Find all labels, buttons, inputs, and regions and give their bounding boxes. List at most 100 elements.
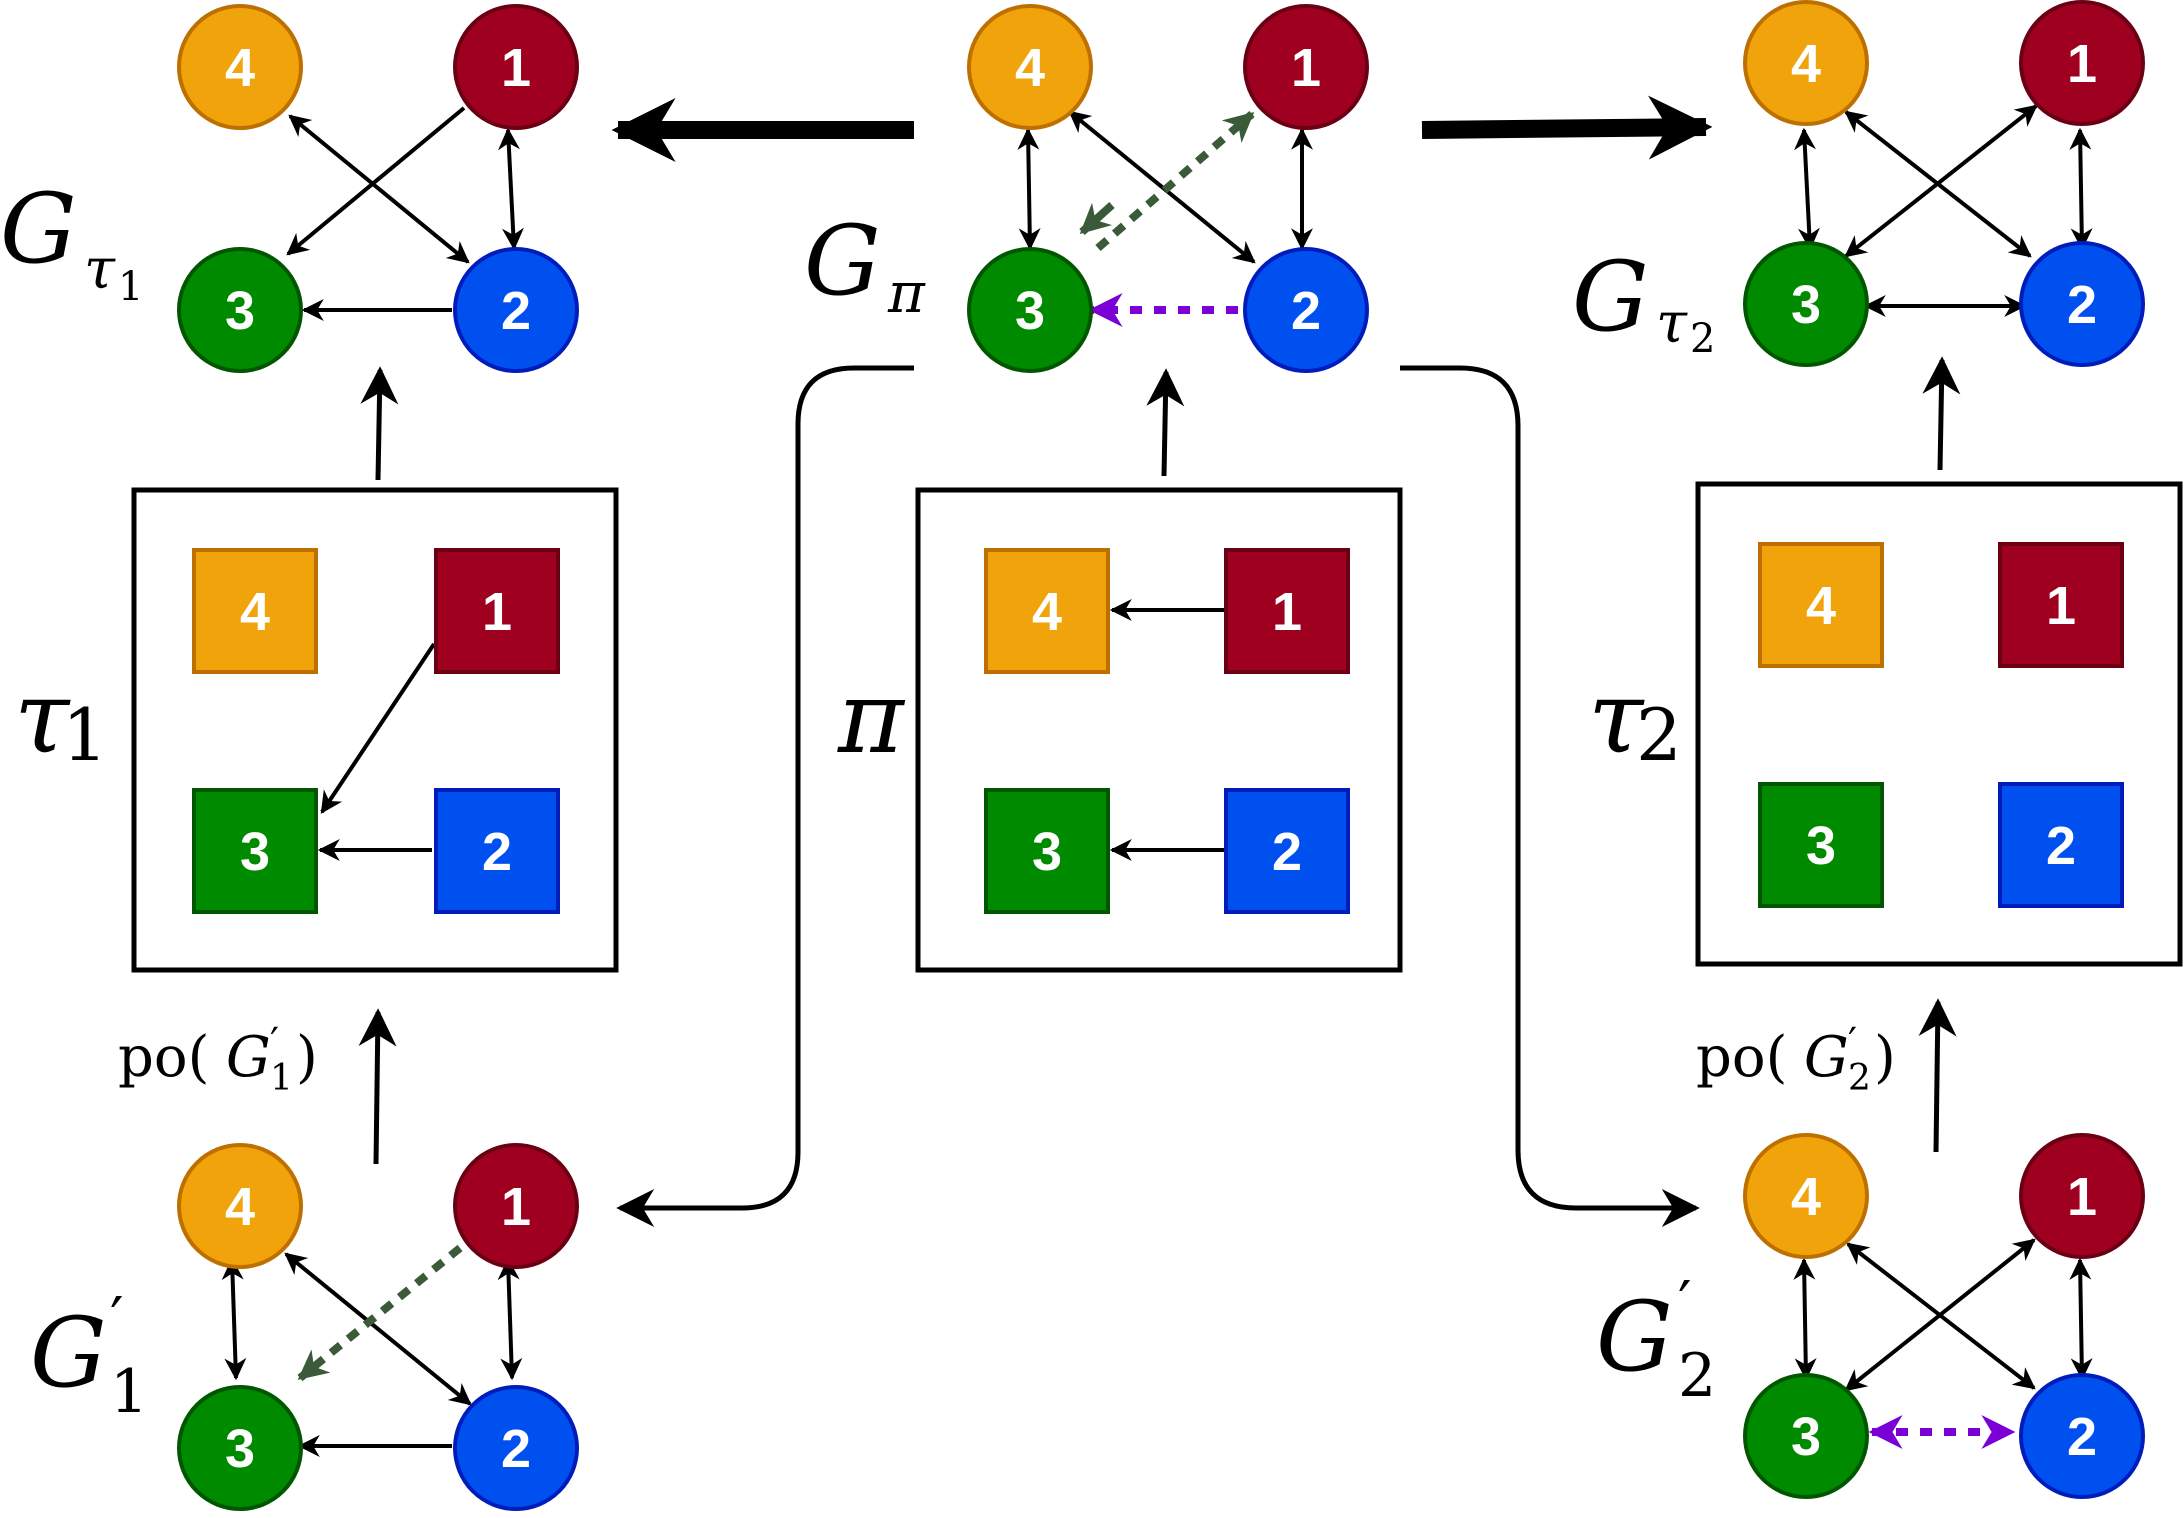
edge-4-2 [288,114,470,264]
svg-text:1: 1 [2067,34,2097,94]
svg-text:3: 3 [1032,822,1062,882]
dashed-edge-3-1 [1095,110,1255,252]
square-1: 1 [434,548,560,674]
square-4: 4 [984,548,1110,674]
edge-1-2 [2069,1257,2093,1381]
edge-1-3 [320,642,436,814]
svg-text:2: 2 [1690,316,1715,362]
svg-text:G: G [1572,241,1649,353]
edge-4-3 [221,1257,247,1381]
edge-4-3 [1794,127,1820,251]
svg-text:G: G [1596,1281,1673,1393]
svg-text:4: 4 [1806,576,1836,636]
label-po-g1prime: po( G ′ 1 ) [118,1020,318,1099]
svg-text:2: 2 [2067,275,2097,335]
node-1: 1 [2019,0,2145,126]
svg-text:): ) [1874,1025,1896,1090]
edge-3-1 [1844,1238,2036,1392]
node-2: 2 [453,247,579,373]
svg-text:4: 4 [1015,38,1045,98]
node-3: 3 [177,1385,303,1511]
label-g1-prime: G ′ 1 [30,1285,148,1427]
edge-1-2 [2069,127,2093,251]
node-3: 3 [967,247,1093,373]
svg-text:1: 1 [482,582,512,642]
node-2: 2 [453,1385,579,1511]
edge-4-2 [284,1252,472,1406]
node-4: 4 [177,1143,303,1269]
svg-text:2: 2 [482,822,512,882]
label-po-g2prime: po( G ′ 2 ) [1696,1020,1896,1099]
svg-text:2: 2 [1636,693,1682,777]
svg-text:1: 1 [2067,1167,2097,1227]
square-2: 2 [1998,782,2124,908]
svg-text:3: 3 [1791,275,1821,335]
node-2: 2 [1243,247,1369,373]
edge-4-3 [1793,1257,1817,1381]
svg-text:′: ′ [1678,1269,1692,1339]
svg-text:1: 1 [62,693,108,777]
node-4: 4 [1743,0,1869,126]
label-g-pi: G π [804,205,926,326]
svg-text:1: 1 [1291,38,1321,98]
svg-text:1: 1 [501,38,531,98]
label-g-tau1: G τ 1 [0,173,143,310]
node-1: 1 [1243,4,1369,130]
svg-text:1: 1 [1272,582,1302,642]
node-3: 3 [1743,241,1869,367]
svg-text:4: 4 [1791,34,1821,94]
svg-text:4: 4 [225,38,255,98]
square-2: 2 [434,788,560,914]
svg-text:2: 2 [1291,281,1321,341]
connector-gpi-to-g2prime [1400,365,1700,1227]
svg-text:3: 3 [1791,1407,1821,1467]
up-arrow-po-g2 [1918,998,1957,1153]
node-3: 3 [1743,1373,1869,1499]
svg-text:po(: po( [1696,1025,1787,1090]
label-tau1: τ 1 [14,659,108,777]
node-4: 4 [967,4,1093,130]
graph-g1-prime: 4 1 3 2 G ′ 1 [30,1143,579,1511]
svg-text:′: ′ [270,1020,279,1066]
edge-4-3 [1017,127,1041,251]
svg-text:2: 2 [1272,822,1302,882]
graph-g-tau1: 4 1 3 2 G τ 1 [0,4,579,373]
svg-text:π: π [837,659,906,776]
up-arrow-tau1 [360,366,399,481]
dashed-edge-1-3 [297,1244,463,1382]
big-arrow-right [1421,95,1713,160]
label-tau2: τ 2 [1588,659,1682,777]
square-3: 3 [1758,782,1884,908]
square-1: 1 [1224,548,1350,674]
node-1: 1 [453,4,579,130]
edge-1-2 [497,1257,523,1381]
svg-text:1: 1 [110,1357,148,1427]
svg-text:G: G [30,1297,107,1409]
svg-text:4: 4 [1791,1167,1821,1227]
svg-text:3: 3 [240,822,270,882]
square-3: 3 [192,788,318,914]
svg-text:τ: τ [84,237,116,302]
svg-text:π: π [887,261,926,326]
svg-text:2: 2 [2046,816,2076,876]
box-pi: 4 1 3 2 [915,487,1403,973]
svg-text:3: 3 [225,1419,255,1479]
up-arrow-po-g1 [358,1008,397,1165]
svg-text:2: 2 [501,281,531,341]
connector-gpi-to-g1prime [616,365,914,1227]
svg-text:1: 1 [270,1058,293,1099]
label-pi: π [837,659,906,776]
svg-text:G: G [226,1025,271,1090]
edge-1-2 [498,127,524,251]
node-2: 2 [2019,241,2145,367]
svg-text:G: G [0,173,77,285]
svg-text:2: 2 [501,1419,531,1479]
node-4: 4 [1743,1133,1869,1259]
svg-text:po(: po( [118,1025,209,1090]
edge-3-1 [1844,104,2038,258]
square-2: 2 [1224,788,1350,914]
edge-1-3 [286,106,466,256]
graph-g-tau2: 4 1 3 2 G τ 2 [1572,0,2145,367]
box-tau1: 4 1 3 2 [131,487,619,973]
